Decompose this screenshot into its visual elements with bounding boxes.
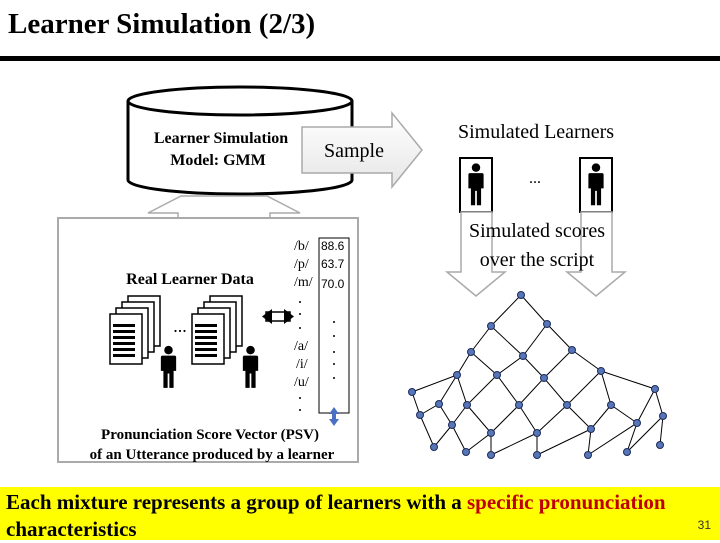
psv-score: 63.7: [321, 257, 345, 271]
simulated-scores-line2: over the script: [480, 249, 595, 271]
footer-highlight: specific pronunciation: [467, 490, 666, 514]
simulated-learners-label: Simulated Learners: [458, 121, 614, 143]
footer-text-part1: Each mixture represents a group of learn…: [6, 490, 467, 514]
down-arrow-right: [564, 211, 628, 297]
footer-text-part2: characteristics: [6, 517, 137, 541]
document-stack-icon: [109, 295, 161, 365]
person-card-icon: [459, 157, 493, 213]
page-number: 31: [697, 518, 711, 532]
person-card-icon: [579, 157, 613, 213]
psv-expand-arrow: [329, 407, 339, 426]
database-label-line1: Learner Simulation: [154, 130, 288, 147]
psv-caption-line1: Pronunciation Score Vector (PSV): [101, 427, 319, 443]
psv-vector-box: [318, 237, 350, 414]
document-stack-icon: [191, 295, 243, 365]
psv-phone: /p/: [294, 257, 309, 272]
psv-score: 70.0: [321, 277, 345, 291]
sample-label: Sample: [324, 140, 384, 162]
psv-phone: /a/: [294, 339, 308, 354]
gmm-database-cylinder: [126, 85, 354, 196]
psv-phone: /u/: [294, 375, 309, 390]
psv-phone: /m/: [294, 275, 313, 290]
title-rule: [0, 56, 720, 61]
document-stack-ellipsis: ...: [173, 316, 187, 336]
footer-banner: [0, 487, 720, 540]
page-title: Learner Simulation (2/3): [8, 8, 316, 40]
real-learner-data-label: Real Learner Data: [126, 271, 254, 288]
psv-caption-line2: of an Utterance produced by a learner: [90, 447, 335, 463]
psv-score: 88.6: [321, 239, 345, 253]
simulated-learners-ellipsis: ...: [529, 170, 541, 187]
tree-nodes: [408, 291, 667, 459]
psv-phone: /b/: [294, 239, 309, 254]
down-arrow-left: [444, 211, 508, 297]
simulated-scores-line1: Simulated scores: [469, 220, 605, 242]
sample-arrow: [301, 110, 423, 190]
double-arrow-icon: [262, 309, 294, 324]
psv-dots: [299, 301, 335, 411]
database-label-line2: Model: GMM: [170, 152, 266, 169]
psv-phone: /i/: [296, 357, 308, 372]
footer-text: Each mixture represents a group of learn…: [6, 489, 718, 543]
